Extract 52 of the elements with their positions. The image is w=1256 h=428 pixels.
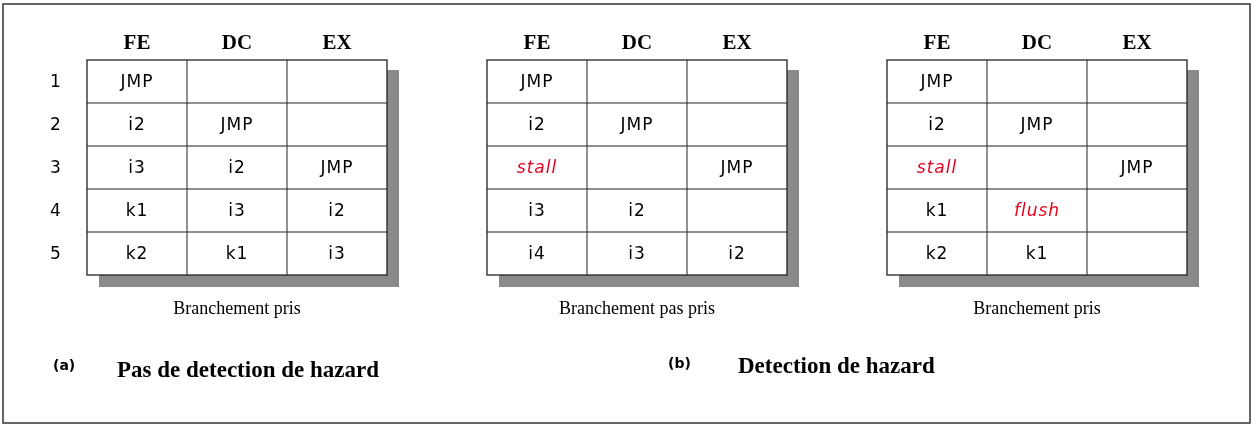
cell-text: JMP xyxy=(1018,116,1055,133)
cell-text: flush xyxy=(1012,202,1062,219)
cell-text: i2 xyxy=(227,159,247,176)
cell-text: stall xyxy=(915,159,959,176)
panel-letter: (b) xyxy=(668,356,691,370)
cell-text: i2 xyxy=(627,202,647,219)
cell-text: JMP xyxy=(618,116,655,133)
row-number: 2 xyxy=(50,116,61,133)
cell-text: i3 xyxy=(327,245,347,262)
cell-text: JMP xyxy=(318,159,355,176)
panel-title: Detection de hazard xyxy=(738,352,935,380)
cell-text: k1 xyxy=(1024,245,1050,262)
cell-text: i2 xyxy=(727,245,747,262)
cell-text: k1 xyxy=(124,202,150,219)
cell-text: k2 xyxy=(124,245,150,262)
column-header: FE xyxy=(122,32,152,53)
panel-title: Pas de detection de hazard xyxy=(116,356,380,384)
cell-text: i3 xyxy=(227,202,247,219)
row-number: 3 xyxy=(50,159,61,176)
cell-text: stall xyxy=(515,159,559,176)
cell-text: k2 xyxy=(924,245,950,262)
cell-text: i4 xyxy=(527,245,547,262)
cell-text: i3 xyxy=(127,159,147,176)
cell-text: i3 xyxy=(627,245,647,262)
column-header: FE xyxy=(922,32,952,53)
panel-letter: (a) xyxy=(53,358,76,372)
column-header: DC xyxy=(620,32,654,53)
cell-text: i2 xyxy=(327,202,347,219)
cell-text: JMP xyxy=(218,116,255,133)
row-number: 5 xyxy=(50,245,61,262)
table-caption: Branchement pas pris xyxy=(558,299,716,317)
column-header: EX xyxy=(1121,32,1153,53)
cell-text: k1 xyxy=(924,202,950,219)
cell-text: k1 xyxy=(224,245,250,262)
table-caption: Branchement pris xyxy=(972,299,1102,317)
table-caption: Branchement pris xyxy=(172,299,302,317)
cell-text: i2 xyxy=(527,116,547,133)
column-header: FE xyxy=(522,32,552,53)
cell-text: JMP xyxy=(118,73,155,90)
cell-text: JMP xyxy=(1118,159,1155,176)
cell-text: JMP xyxy=(718,159,755,176)
column-header: DC xyxy=(220,32,254,53)
column-header: EX xyxy=(321,32,353,53)
column-header: DC xyxy=(1020,32,1054,53)
column-header: EX xyxy=(721,32,753,53)
cell-text: JMP xyxy=(918,73,955,90)
cell-text: i2 xyxy=(127,116,147,133)
cell-text: i3 xyxy=(527,202,547,219)
row-number: 1 xyxy=(50,73,61,90)
cell-text: JMP xyxy=(518,73,555,90)
row-number: 4 xyxy=(50,202,61,219)
cell-text: i2 xyxy=(927,116,947,133)
